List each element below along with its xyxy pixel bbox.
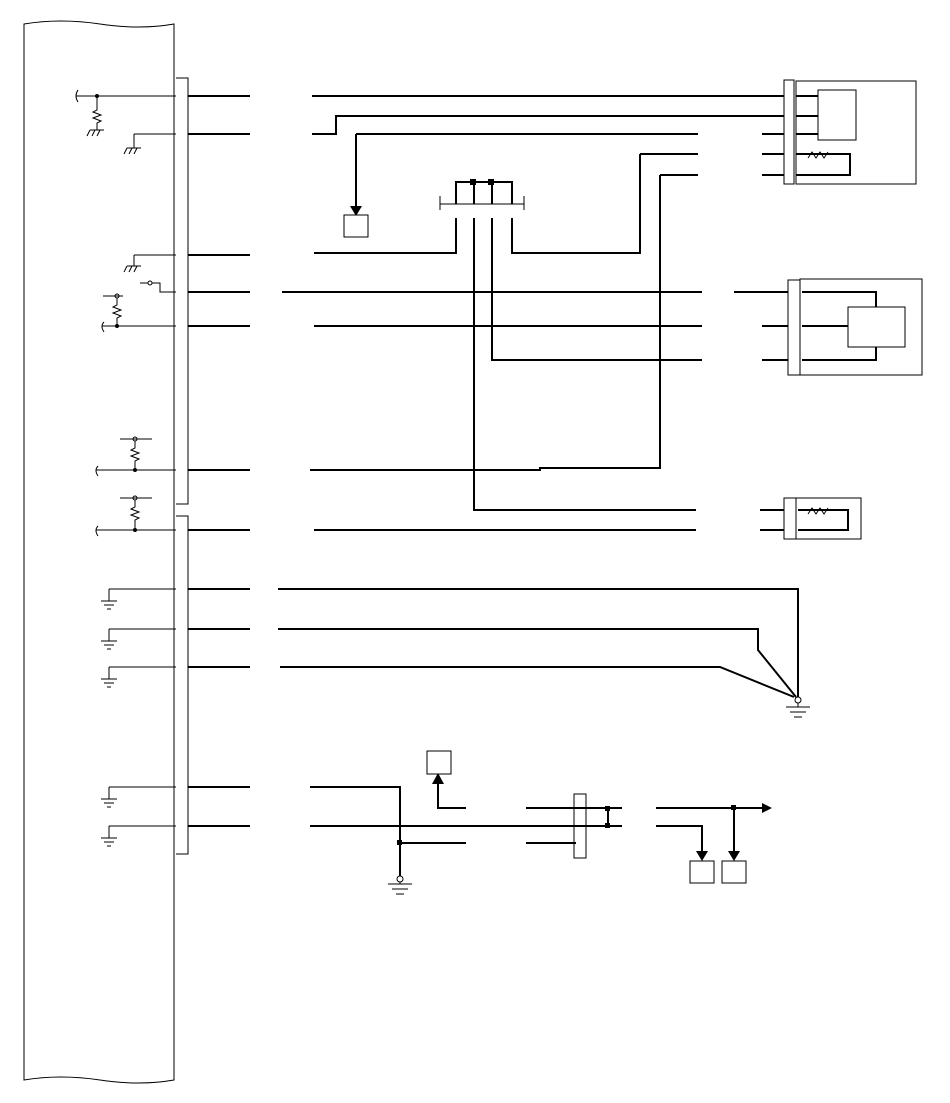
internal-grounds [101, 588, 176, 847]
joint-connector-bottom [397, 793, 736, 859]
harness-wires [278, 95, 799, 876]
joint-connector-top [439, 179, 525, 210]
connector-block-upper [176, 77, 189, 505]
terminal-box-bottom-right-1 [689, 860, 715, 884]
internal-circuit-1 [75, 89, 176, 155]
sensor-unit-b [734, 278, 923, 376]
sensor-unit-a [762, 79, 917, 185]
internal-circuit-2 [101, 254, 176, 333]
terminal-box-bottom-left [426, 750, 452, 775]
sensor-unit-c [760, 497, 862, 540]
internal-circuit-3 [95, 436, 176, 537]
ecu-pin-stubs [188, 95, 250, 827]
connector-block-lower [176, 515, 189, 855]
terminal-box-bottom-right-2 [721, 860, 747, 884]
control-unit [23, 20, 175, 1084]
arrowheads [350, 206, 772, 861]
ground-point-bottom [388, 875, 412, 895]
terminal-box-top [343, 214, 369, 238]
ground-point-right [786, 696, 810, 718]
